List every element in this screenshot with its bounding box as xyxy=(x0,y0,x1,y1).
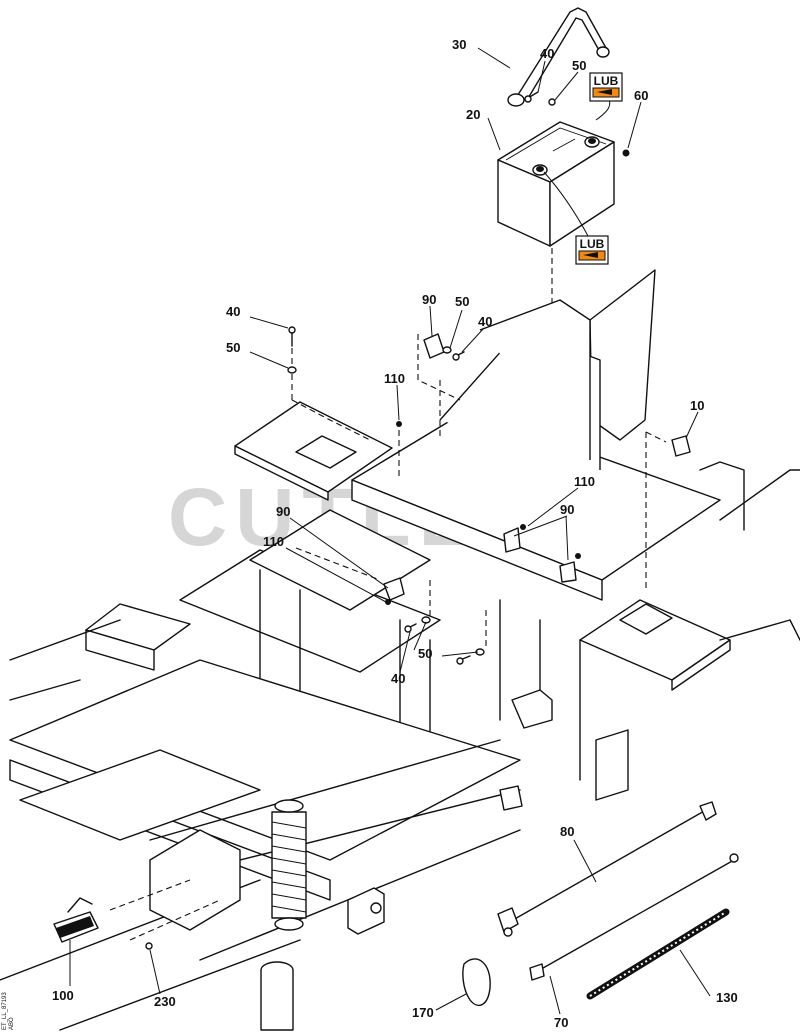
callout-40: 40 xyxy=(540,46,554,61)
cross-member xyxy=(347,785,523,935)
callout-30: 30 xyxy=(452,37,466,52)
callout-90: 90 xyxy=(422,292,436,307)
drawing-code-suffix: ABO xyxy=(9,1017,15,1030)
lub-label-top: LUB xyxy=(589,72,623,102)
rear-frame xyxy=(0,619,521,1031)
callout-90: 90 xyxy=(276,504,290,519)
callout-50: 50 xyxy=(572,58,586,73)
callout-170: 170 xyxy=(412,1005,434,1020)
callout-110: 110 xyxy=(263,534,284,549)
callout-230: 230 xyxy=(154,994,176,1009)
drawing-code: ET_LL_87193 xyxy=(2,992,8,1030)
callout-10: 10 xyxy=(690,398,704,413)
cable-tie-170 xyxy=(462,958,491,1007)
callout-70: 70 xyxy=(554,1015,568,1030)
callout-50: 50 xyxy=(455,294,469,309)
battery-tray-plate xyxy=(234,401,393,501)
callout-50: 50 xyxy=(418,646,432,661)
clamp-10 xyxy=(671,435,691,457)
battery xyxy=(497,121,615,247)
harness-80 xyxy=(497,801,717,937)
bolts-40 xyxy=(288,326,471,665)
clip-90-c xyxy=(503,527,577,583)
clip-90-a xyxy=(423,333,445,359)
callout-100: 100 xyxy=(52,988,74,1003)
nuts-110 xyxy=(385,421,581,605)
callout-40: 40 xyxy=(226,304,240,319)
callout-110: 110 xyxy=(574,474,595,489)
cable-70 xyxy=(529,853,739,981)
main-frame xyxy=(85,299,800,801)
callout-130: 130 xyxy=(716,990,738,1005)
callout-40: 40 xyxy=(478,314,492,329)
callout-60: 60 xyxy=(634,88,648,103)
battery-hold-down-strap xyxy=(507,7,610,107)
lub-text: LUB xyxy=(580,237,605,251)
callout-40: 40 xyxy=(391,671,405,686)
callout-110: 110 xyxy=(384,371,405,386)
switch-100 xyxy=(53,897,99,943)
screw-230 xyxy=(145,942,153,950)
callout-50: 50 xyxy=(226,340,240,355)
axle-tube xyxy=(260,961,294,1031)
callout-90: 90 xyxy=(560,502,574,517)
conduit-130 xyxy=(586,908,730,1000)
battery-bolt xyxy=(524,91,630,157)
callout-80: 80 xyxy=(560,824,574,839)
shock-absorber xyxy=(271,799,307,931)
leader-lines xyxy=(69,47,711,1015)
lub-label-bottom: LUB xyxy=(575,235,609,265)
lub-text: LUB xyxy=(594,74,619,88)
callout-20: 20 xyxy=(466,107,480,122)
clip-90-b xyxy=(383,577,405,601)
